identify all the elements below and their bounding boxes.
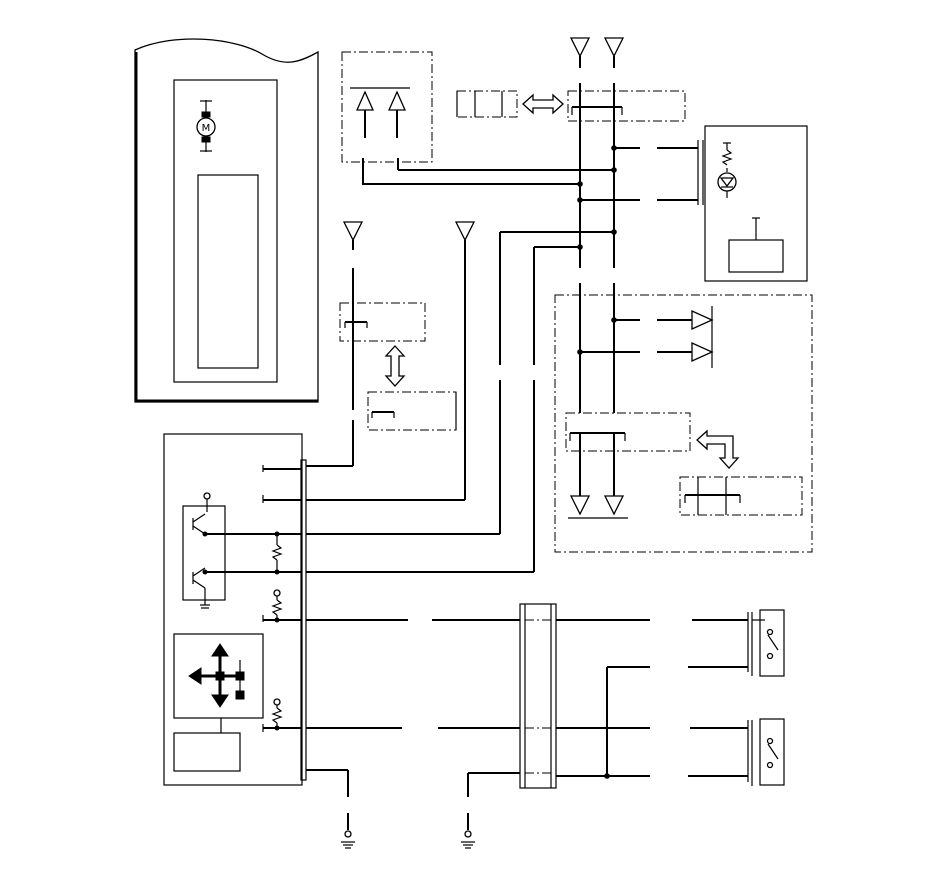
sensor-module-top <box>341 51 433 185</box>
switch-lower <box>688 718 785 786</box>
wires-lower <box>306 380 535 830</box>
indicator-module <box>702 125 808 282</box>
wires-upper <box>363 140 699 365</box>
output-module <box>554 283 813 553</box>
antennas-middle <box>342 221 476 500</box>
switch-upper <box>688 609 785 677</box>
junction-connector <box>519 603 650 789</box>
direction-arrows-icon <box>188 643 245 708</box>
motor-label: M <box>202 123 211 134</box>
ecu-box <box>163 433 307 786</box>
control-unit-housing <box>134 38 319 403</box>
connector-top <box>456 90 686 122</box>
bus-antennas <box>569 37 625 268</box>
ground-symbols <box>341 830 475 849</box>
motor-symbol: M <box>196 100 216 152</box>
connector-middle <box>339 302 457 431</box>
